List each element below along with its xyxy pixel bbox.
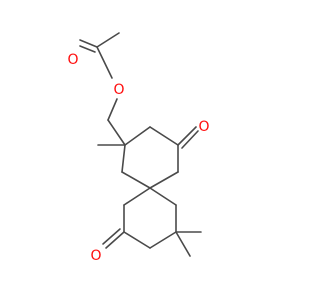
bond-lower-ring-4 — [149, 231, 177, 249]
bond-upper-ring-6 — [121, 144, 126, 173]
bonds — [79, 32, 202, 257]
bond-lower-ring-6 — [149, 187, 177, 206]
bond-upper-ring-2 — [149, 126, 179, 146]
bond-acetate-carbonyl-double-b — [79, 45, 96, 53]
bond-carbonyl-ester-o — [96, 46, 113, 79]
bond-ch2-quaternary — [107, 119, 126, 146]
o-ketone-upper-label: O — [198, 119, 209, 135]
atom-labels: O O O O — [67, 52, 209, 264]
bond-lower-ketone-double-b — [102, 228, 121, 245]
bond-methyl-carbonyl — [96, 32, 120, 48]
bond-lower-ketone-double-a — [105, 231, 125, 249]
bond-gem-methyl-down — [175, 231, 191, 257]
bond-ester-o-ch2 — [107, 98, 118, 121]
bond-lower-ring-3 — [123, 231, 151, 249]
o-ester-label: O — [113, 82, 124, 98]
bond-lower-ring-1 — [123, 187, 151, 206]
bond-upper-ring-5 — [121, 171, 151, 189]
molecule-diagram: O O O O — [67, 32, 210, 264]
bond-upper-ring-1 — [124, 126, 151, 146]
bond-upper-ring-4 — [149, 171, 179, 189]
bond-upper-ketone-double-a — [177, 126, 197, 146]
bond-upper-ketone-double-b — [181, 130, 199, 149]
o-carbonyl-acetate-label: O — [67, 52, 78, 68]
o-ketone-lower-label: O — [90, 248, 101, 264]
bond-acetate-carbonyl-double-a — [79, 39, 98, 48]
